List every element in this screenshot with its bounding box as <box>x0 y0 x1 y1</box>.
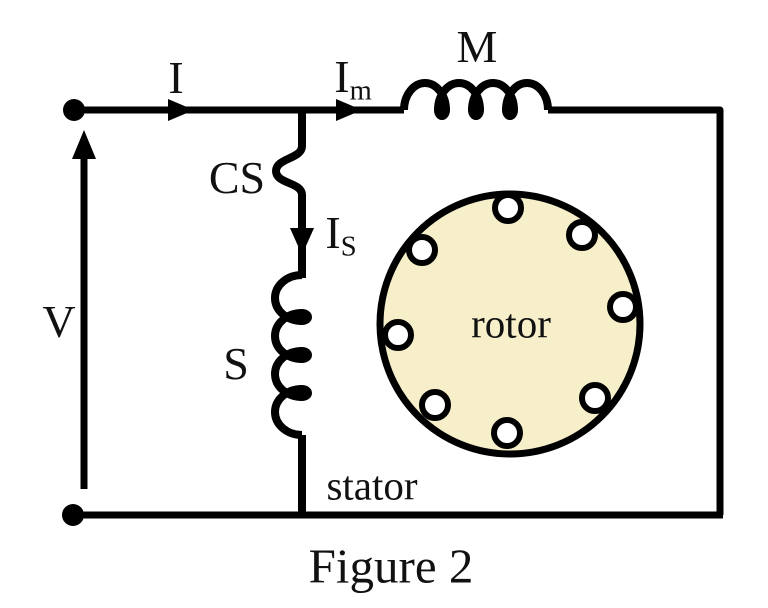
terminal-dot-top <box>63 99 85 121</box>
rotor-bars <box>382 192 639 449</box>
rotor-bar <box>579 382 611 414</box>
arrows-and-dots <box>62 99 362 526</box>
start-current-base: I <box>325 206 341 258</box>
main-current-label: Im <box>334 50 372 107</box>
main-winding-label: M <box>456 21 498 72</box>
rotor-bar <box>566 219 598 251</box>
main-current-subscript: m <box>349 75 372 107</box>
stator-label: stator <box>326 462 418 509</box>
rotor-bar <box>492 192 524 224</box>
main-winding-coil <box>400 79 552 120</box>
centrifugal-switch-branch-wire <box>272 110 306 515</box>
rotor-bar <box>607 291 639 323</box>
voltage-arrow-head <box>72 130 96 159</box>
start-current-arrow <box>290 228 314 255</box>
start-current-label: IS <box>325 206 357 263</box>
terminal-dot-bottom <box>62 504 84 526</box>
line-current-label: I <box>168 52 184 103</box>
rotor-bar <box>382 319 414 351</box>
line-current-arrow <box>168 99 194 121</box>
rotor-bar <box>491 417 523 449</box>
start-current-subscript: S <box>340 231 357 263</box>
rotor-bar <box>406 234 438 266</box>
voltage-label: V <box>42 296 76 347</box>
start-winding-label: S <box>223 338 249 389</box>
centrifugal-switch-label: CS <box>208 152 266 203</box>
rotor-label: rotor <box>471 300 551 347</box>
main-current-base: I <box>334 50 350 102</box>
figure-caption: Figure 2 <box>308 538 474 594</box>
start-winding-coil <box>271 271 312 439</box>
rotor-bar <box>419 389 451 421</box>
rotor-group <box>376 190 644 458</box>
main-current-arrow <box>336 99 362 121</box>
